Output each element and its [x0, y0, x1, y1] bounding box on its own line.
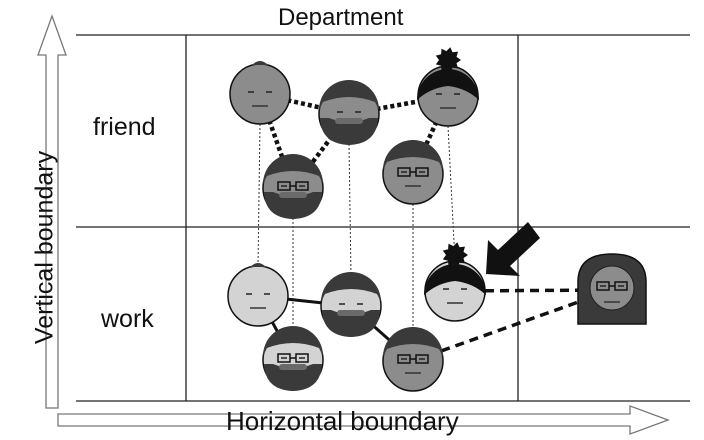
people-nodes: [227, 47, 647, 392]
interlayer-link: [257, 123, 261, 267]
person-w-bun-icon: [424, 242, 486, 322]
person-f-glasses-beard-icon: [262, 154, 324, 219]
department-label: Department: [278, 4, 404, 31]
friend-row-label: friend: [93, 113, 156, 141]
person-w-topknot-icon: [227, 263, 289, 327]
grid: [76, 34, 690, 402]
person-w-bearded-icon: [320, 272, 382, 337]
work-row-label: work: [101, 305, 154, 333]
vertical-axis-label: Vertical boundary: [30, 150, 59, 345]
person-f-bearded-icon: [318, 80, 380, 145]
horizontal-axis-arrow: [57, 405, 670, 435]
person-f-topknot-icon: [229, 61, 291, 125]
work-dashed-edge: [454, 288, 613, 293]
horizontal-axis-label: Horizontal boundary: [226, 406, 459, 436]
interlayer-link: [348, 143, 352, 277]
interlayer-link: [447, 125, 456, 262]
work-dashed-edge: [412, 288, 613, 363]
interlayer-links: [257, 123, 456, 331]
vertical-axis-arrow: [37, 14, 67, 409]
person-w-glasses-beard-icon: [262, 326, 324, 391]
person-w-glasses-icon: [382, 327, 444, 392]
highlight-arrow-icon: [486, 222, 540, 276]
person-f-bun-icon: [417, 47, 479, 127]
person-f-glasses-icon: [382, 140, 444, 205]
person-w-outsider-icon: [577, 253, 647, 325]
